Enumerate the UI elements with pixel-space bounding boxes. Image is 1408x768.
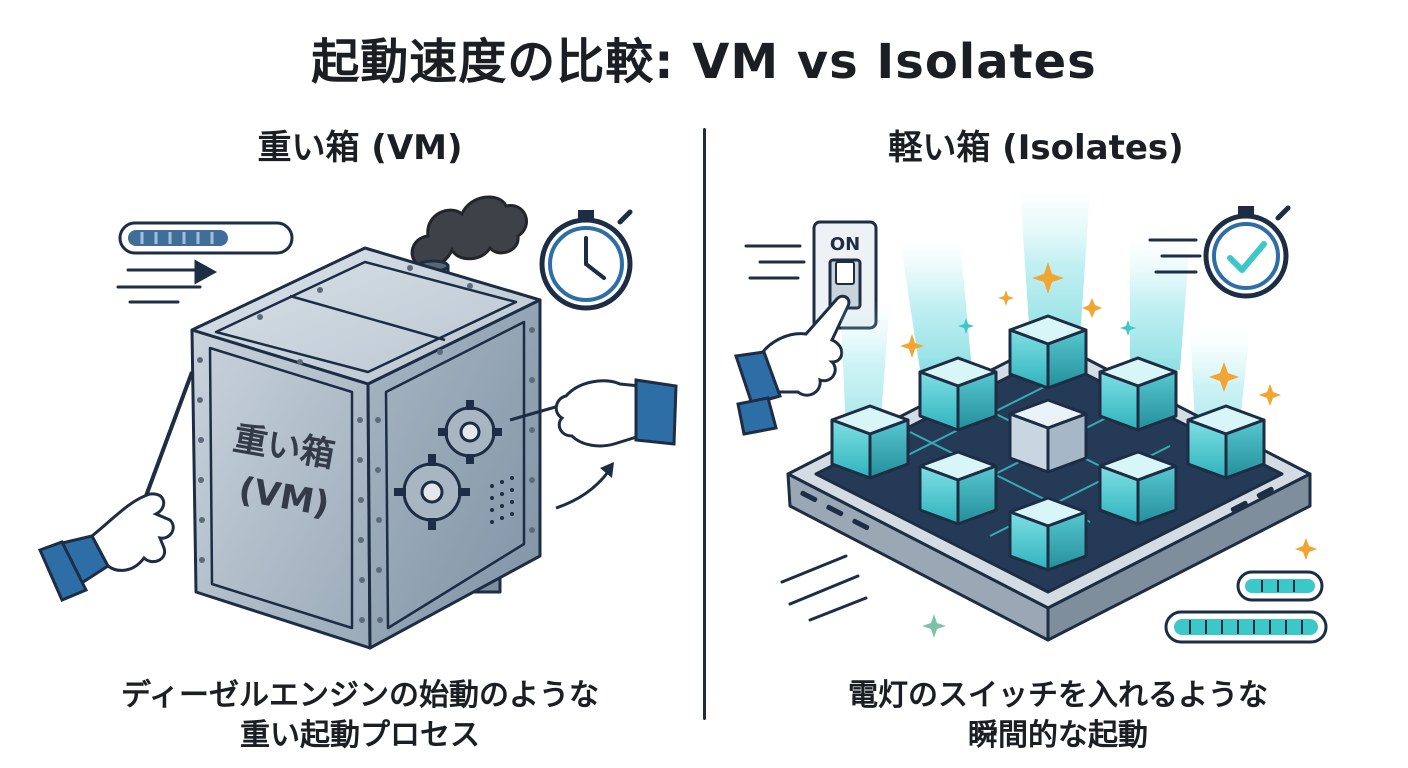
isolate-cube: [830, 404, 910, 480]
isolate-cube: [1098, 356, 1178, 432]
rotate-arrow-head: [600, 462, 614, 478]
fast-motion-lines: [1148, 238, 1202, 274]
left-caption-line1: ディーゼルエンジンの始動のような: [121, 678, 599, 713]
crank-handle: [144, 371, 194, 497]
isolate-cube: [1008, 314, 1088, 390]
switch-on-label: ON: [830, 234, 860, 255]
slow-motion-arrow-icon: [116, 259, 218, 304]
right-panel-heading: 軽い箱 (Isolates): [888, 128, 1184, 168]
left-caption: ディーゼルエンジンの始動のような 重い起動プロセス: [30, 676, 690, 756]
right-caption-line2: 瞬間的な起動: [968, 718, 1148, 753]
left-caption-line2: 重い起動プロセス: [240, 718, 480, 753]
pointing-hand-icon: [734, 294, 851, 436]
isolate-cube: [1098, 450, 1178, 526]
gear-icon: [394, 454, 470, 530]
left-panel-heading: 重い箱 (VM): [257, 128, 463, 168]
platform-vents: [800, 486, 1274, 531]
fast-progress-bar-icon: [1236, 570, 1324, 602]
fast-motion-lines: [780, 554, 868, 622]
fast-motion-lines: [744, 244, 806, 280]
isolate-cube: [1008, 496, 1088, 572]
stopwatch-icon: [539, 209, 633, 311]
sparkle-icons: [900, 262, 1317, 638]
check-stopwatch-icon: [1203, 205, 1291, 299]
fast-progress-bar-icon: [1164, 610, 1328, 644]
center-divider: [703, 128, 706, 720]
gear-icon: [438, 400, 502, 464]
rivets: [197, 265, 535, 623]
rotate-arrow-icon: [555, 471, 610, 510]
slow-progress-bar-icon: [118, 221, 294, 255]
isolate-cubes: [830, 314, 1266, 572]
isolate-cube: [1186, 404, 1266, 480]
right-caption-line1: 電灯のスイッチを入れるような: [848, 678, 1268, 713]
hand-icon: [554, 378, 678, 448]
isolate-cube: [1008, 398, 1088, 474]
smoke-icon: [410, 195, 528, 270]
isolate-cube: [918, 356, 998, 432]
page-title: 起動速度の比較: VM vs Isolates: [311, 34, 1097, 90]
isolate-cube: [918, 450, 998, 526]
hand-icon: [37, 492, 175, 602]
right-caption: 電灯のスイッチを入れるような 瞬間的な起動: [728, 676, 1388, 756]
vent-dots: [490, 476, 514, 524]
